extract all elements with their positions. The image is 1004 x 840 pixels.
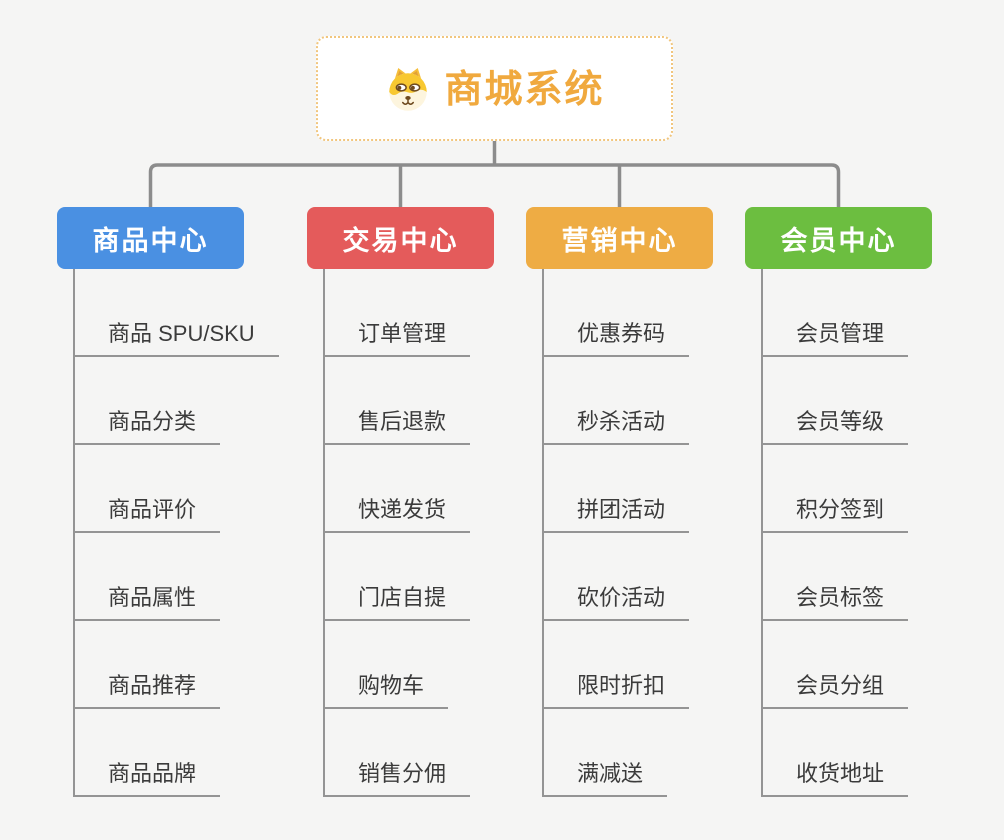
root-node[interactable]: 商城系统 (316, 36, 673, 141)
mindmap-node-item[interactable]: 优惠券码 (544, 269, 690, 357)
branch-item-list: 商品 SPU/SKU 商品分类 商品评价 商品属性 商品推荐 商品品牌 (73, 269, 279, 797)
mindmap-node-item[interactable]: 会员分组 (763, 621, 909, 709)
mindmap-node-item[interactable]: 收货地址 (763, 709, 909, 797)
mindmap-node-item[interactable]: 快递发货 (325, 445, 471, 533)
mindmap-node-item[interactable]: 门店自提 (325, 533, 471, 621)
mindmap-node-item[interactable]: 商品分类 (75, 357, 221, 445)
branch-marketing-center: 营销中心 优惠券码 秒杀活动 拼团活动 砍价活动 限时折扣 满减送 (526, 207, 713, 797)
mindmap-node-item[interactable]: 商品推荐 (75, 621, 221, 709)
mindmap-node-item[interactable]: 商品属性 (75, 533, 221, 621)
mindmap-node-item[interactable]: 满减送 (544, 709, 668, 797)
branch-item-list: 优惠券码 秒杀活动 拼团活动 砍价活动 限时折扣 满减送 (542, 269, 713, 797)
mindmap-node-item[interactable]: 订单管理 (325, 269, 471, 357)
mindmap-node-item[interactable]: 会员标签 (763, 533, 909, 621)
mindmap-node-item[interactable]: 购物车 (325, 621, 449, 709)
mindmap-node-item[interactable]: 拼团活动 (544, 445, 690, 533)
branch-header-marketing-center[interactable]: 营销中心 (526, 207, 713, 269)
branch-member-center: 会员中心 会员管理 会员等级 积分签到 会员标签 会员分组 收货地址 (745, 207, 932, 797)
mindmap-node-item[interactable]: 砍价活动 (544, 533, 690, 621)
mindmap-node-item[interactable]: 秒杀活动 (544, 357, 690, 445)
branch-trade-center: 交易中心 订单管理 售后退款 快递发货 门店自提 购物车 销售分佣 (307, 207, 494, 797)
mindmap-node-item[interactable]: 售后退款 (325, 357, 471, 445)
mindmap-node-item[interactable]: 会员等级 (763, 357, 909, 445)
dog-icon (389, 67, 428, 111)
root-node-label: 商城系统 (444, 68, 605, 111)
mindmap-node-item[interactable]: 商品评价 (75, 445, 221, 533)
mindmap-node-item[interactable]: 商品品牌 (75, 709, 221, 797)
branch-item-list: 订单管理 售后退款 快递发货 门店自提 购物车 销售分佣 (323, 269, 494, 797)
mindmap-node-item[interactable]: 限时折扣 (544, 621, 690, 709)
branch-item-list: 会员管理 会员等级 积分签到 会员标签 会员分组 收货地址 (761, 269, 932, 797)
branch-product-center: 商品中心 商品 SPU/SKU 商品分类 商品评价 商品属性 商品推荐 商品品牌 (57, 207, 279, 797)
mindmap-node-item[interactable]: 销售分佣 (325, 709, 471, 797)
branch-header-product-center[interactable]: 商品中心 (57, 207, 244, 269)
mindmap-node-item[interactable]: 商品 SPU/SKU (75, 269, 279, 357)
mindmap-node-item[interactable]: 会员管理 (763, 269, 909, 357)
branch-header-trade-center[interactable]: 交易中心 (307, 207, 494, 269)
branch-header-member-center[interactable]: 会员中心 (745, 207, 932, 269)
mindmap-node-item[interactable]: 积分签到 (763, 445, 909, 533)
